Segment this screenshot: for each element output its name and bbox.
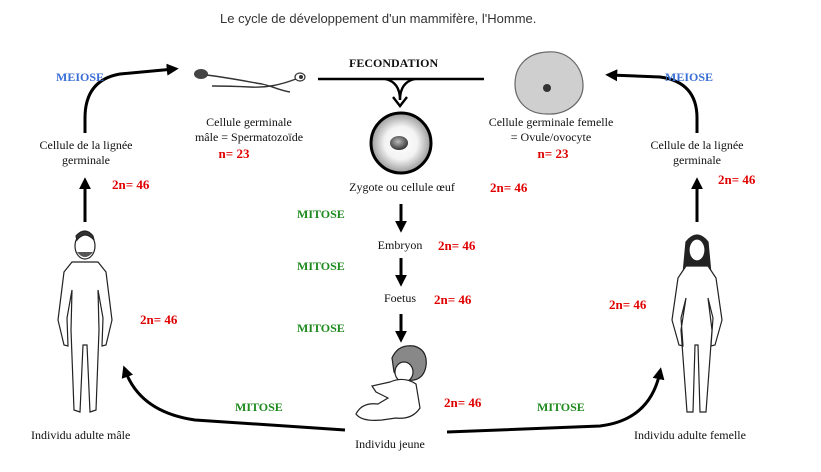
fecondation-label: FECONDATION xyxy=(349,56,439,70)
foetus-label: Foetus xyxy=(383,291,417,305)
meiose-left-label: MEIOSE xyxy=(56,70,105,84)
n46-jeune: 2n= 46 xyxy=(444,395,482,410)
spermatozoide-label: Cellule germinale mâle = Spermatozoïde xyxy=(194,115,304,144)
ovule-cell xyxy=(514,51,584,115)
mitose-label-1: MITOSE xyxy=(297,207,345,221)
arrow-meiose-left xyxy=(83,63,179,133)
female-figure xyxy=(671,234,723,413)
arrow-mitose-right xyxy=(446,367,665,434)
n46-right-top: 2n= 46 xyxy=(718,172,756,187)
zygote-label: Zygote ou cellule œuf xyxy=(349,180,455,194)
arrow-meiose-right xyxy=(605,69,699,133)
sperm-cell-2 xyxy=(211,72,306,88)
n46-left-top: 2n= 46 xyxy=(112,177,150,192)
male-figure xyxy=(57,230,113,413)
diagram-title: Le cycle de développement d'un mammifère… xyxy=(220,11,537,26)
arrow-mitose-left xyxy=(121,365,346,432)
n46-right-mid: 2n= 46 xyxy=(609,297,647,312)
zygote-cell xyxy=(369,111,433,175)
sperm-cell-1 xyxy=(194,69,291,93)
fecondation-arrow xyxy=(318,77,484,108)
n46-zygote: 2n= 46 xyxy=(490,180,528,195)
individu-jeune-label: Individu jeune xyxy=(355,437,425,451)
lignee-right-label: Cellule de la lignée germinale xyxy=(650,138,744,167)
mitose-label-3: MITOSE xyxy=(297,321,345,335)
ovule-label: Cellule germinale femelle = Ovule/ovocyt… xyxy=(488,115,614,144)
lignee-left-label: Cellule de la lignée germinale xyxy=(39,138,133,167)
baby-figure xyxy=(355,345,427,421)
n46-left-mid: 2n= 46 xyxy=(140,312,178,327)
embryon-label: Embryon xyxy=(377,238,423,252)
n46-foetus: 2n= 46 xyxy=(434,292,472,307)
mitose-label-2: MITOSE xyxy=(297,259,345,273)
n-female-label: n= 23 xyxy=(537,146,569,161)
individu-femelle-label: Individu adulte femelle xyxy=(634,428,746,442)
meiose-right-label: MEIOSE xyxy=(665,70,714,84)
mitose-right-label: MITOSE xyxy=(537,400,585,414)
mitose-left-label: MITOSE xyxy=(235,400,283,414)
n46-embryon: 2n= 46 xyxy=(438,238,476,253)
n-male-label: n= 23 xyxy=(218,146,250,161)
individu-male-label: Individu adulte mâle xyxy=(31,428,131,442)
